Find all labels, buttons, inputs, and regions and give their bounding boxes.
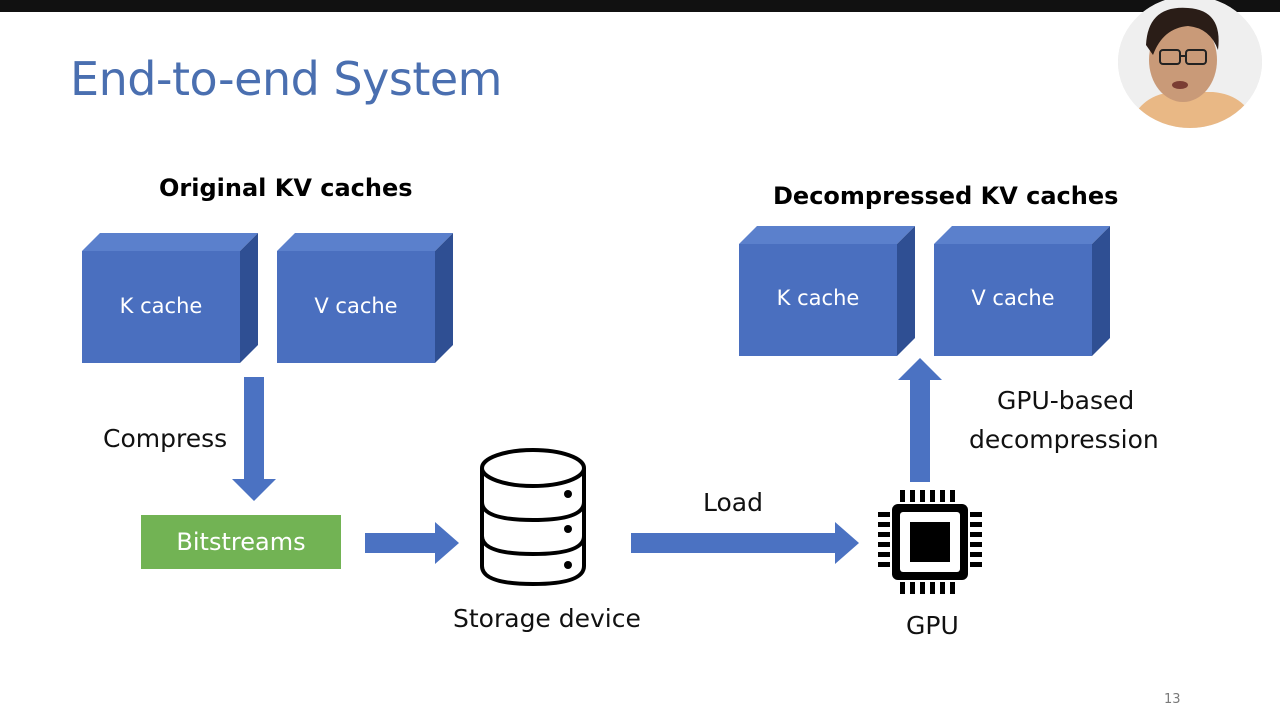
slide-page-number: 13 bbox=[1164, 692, 1181, 707]
decompression-label: decompression bbox=[969, 425, 1159, 454]
presenter-webcam bbox=[1118, 0, 1262, 128]
slide-title: End-to-end System bbox=[70, 52, 502, 106]
to-storage-arrow bbox=[365, 522, 459, 564]
original-v-cache-block bbox=[277, 233, 453, 363]
load-arrow bbox=[631, 522, 859, 564]
load-label: Load bbox=[703, 488, 763, 517]
decompressed-k-cache-block bbox=[739, 226, 915, 356]
storage-device-icon bbox=[480, 448, 586, 587]
decompressed-v-cache-block bbox=[934, 226, 1110, 356]
decompressed-k-cache-label: K cache bbox=[776, 286, 860, 310]
original-v-cache-label: V cache bbox=[314, 294, 398, 318]
original-kv-caches-heading: Original KV caches bbox=[159, 174, 413, 202]
decompressed-kv-caches-heading: Decompressed KV caches bbox=[773, 182, 1119, 210]
original-k-cache-label: K cache bbox=[119, 294, 203, 318]
gpu-label: GPU bbox=[906, 611, 959, 640]
gpu-based-label: GPU-based bbox=[997, 386, 1135, 415]
gpu-chip-icon bbox=[878, 490, 982, 594]
original-k-cache-block bbox=[82, 233, 258, 363]
decompressed-v-cache-label: V cache bbox=[971, 286, 1055, 310]
storage-device-label: Storage device bbox=[453, 604, 641, 633]
bitstreams-box: Bitstreams bbox=[141, 515, 341, 569]
decompression-arrow bbox=[898, 358, 942, 482]
compress-arrow bbox=[232, 377, 276, 501]
video-top-bar bbox=[0, 0, 1280, 12]
compress-label: Compress bbox=[103, 424, 228, 453]
